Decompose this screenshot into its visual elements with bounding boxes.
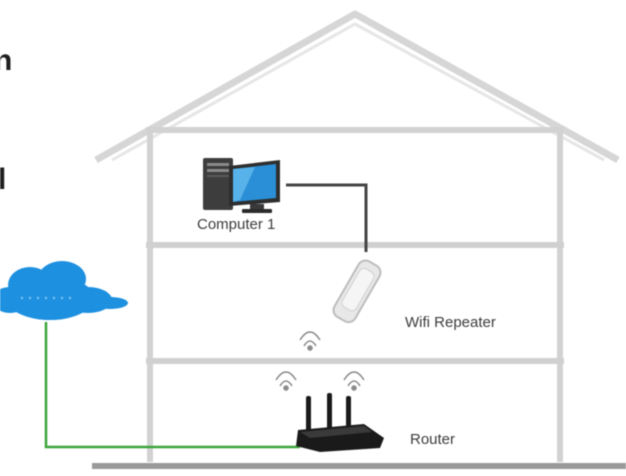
house-floors <box>146 242 564 364</box>
house-roof <box>94 10 620 164</box>
wifi-signal-icon <box>299 331 321 351</box>
cropped-text-top: n <box>0 44 13 77</box>
computer-label: Computer 1 <box>197 216 276 233</box>
wifi-signal-icon <box>275 371 365 391</box>
cloud-icon <box>0 261 128 320</box>
wifi-repeater-icon <box>332 259 382 324</box>
router-icon <box>296 393 384 452</box>
wifi-repeater-label: Wifi Repeater <box>405 314 496 331</box>
internet-cable <box>44 322 300 449</box>
house-walls <box>146 127 564 462</box>
computer-icon <box>203 158 280 213</box>
computer-cable <box>286 183 368 252</box>
cropped-text-middle: l <box>0 163 7 196</box>
router-label: Router <box>410 431 456 448</box>
